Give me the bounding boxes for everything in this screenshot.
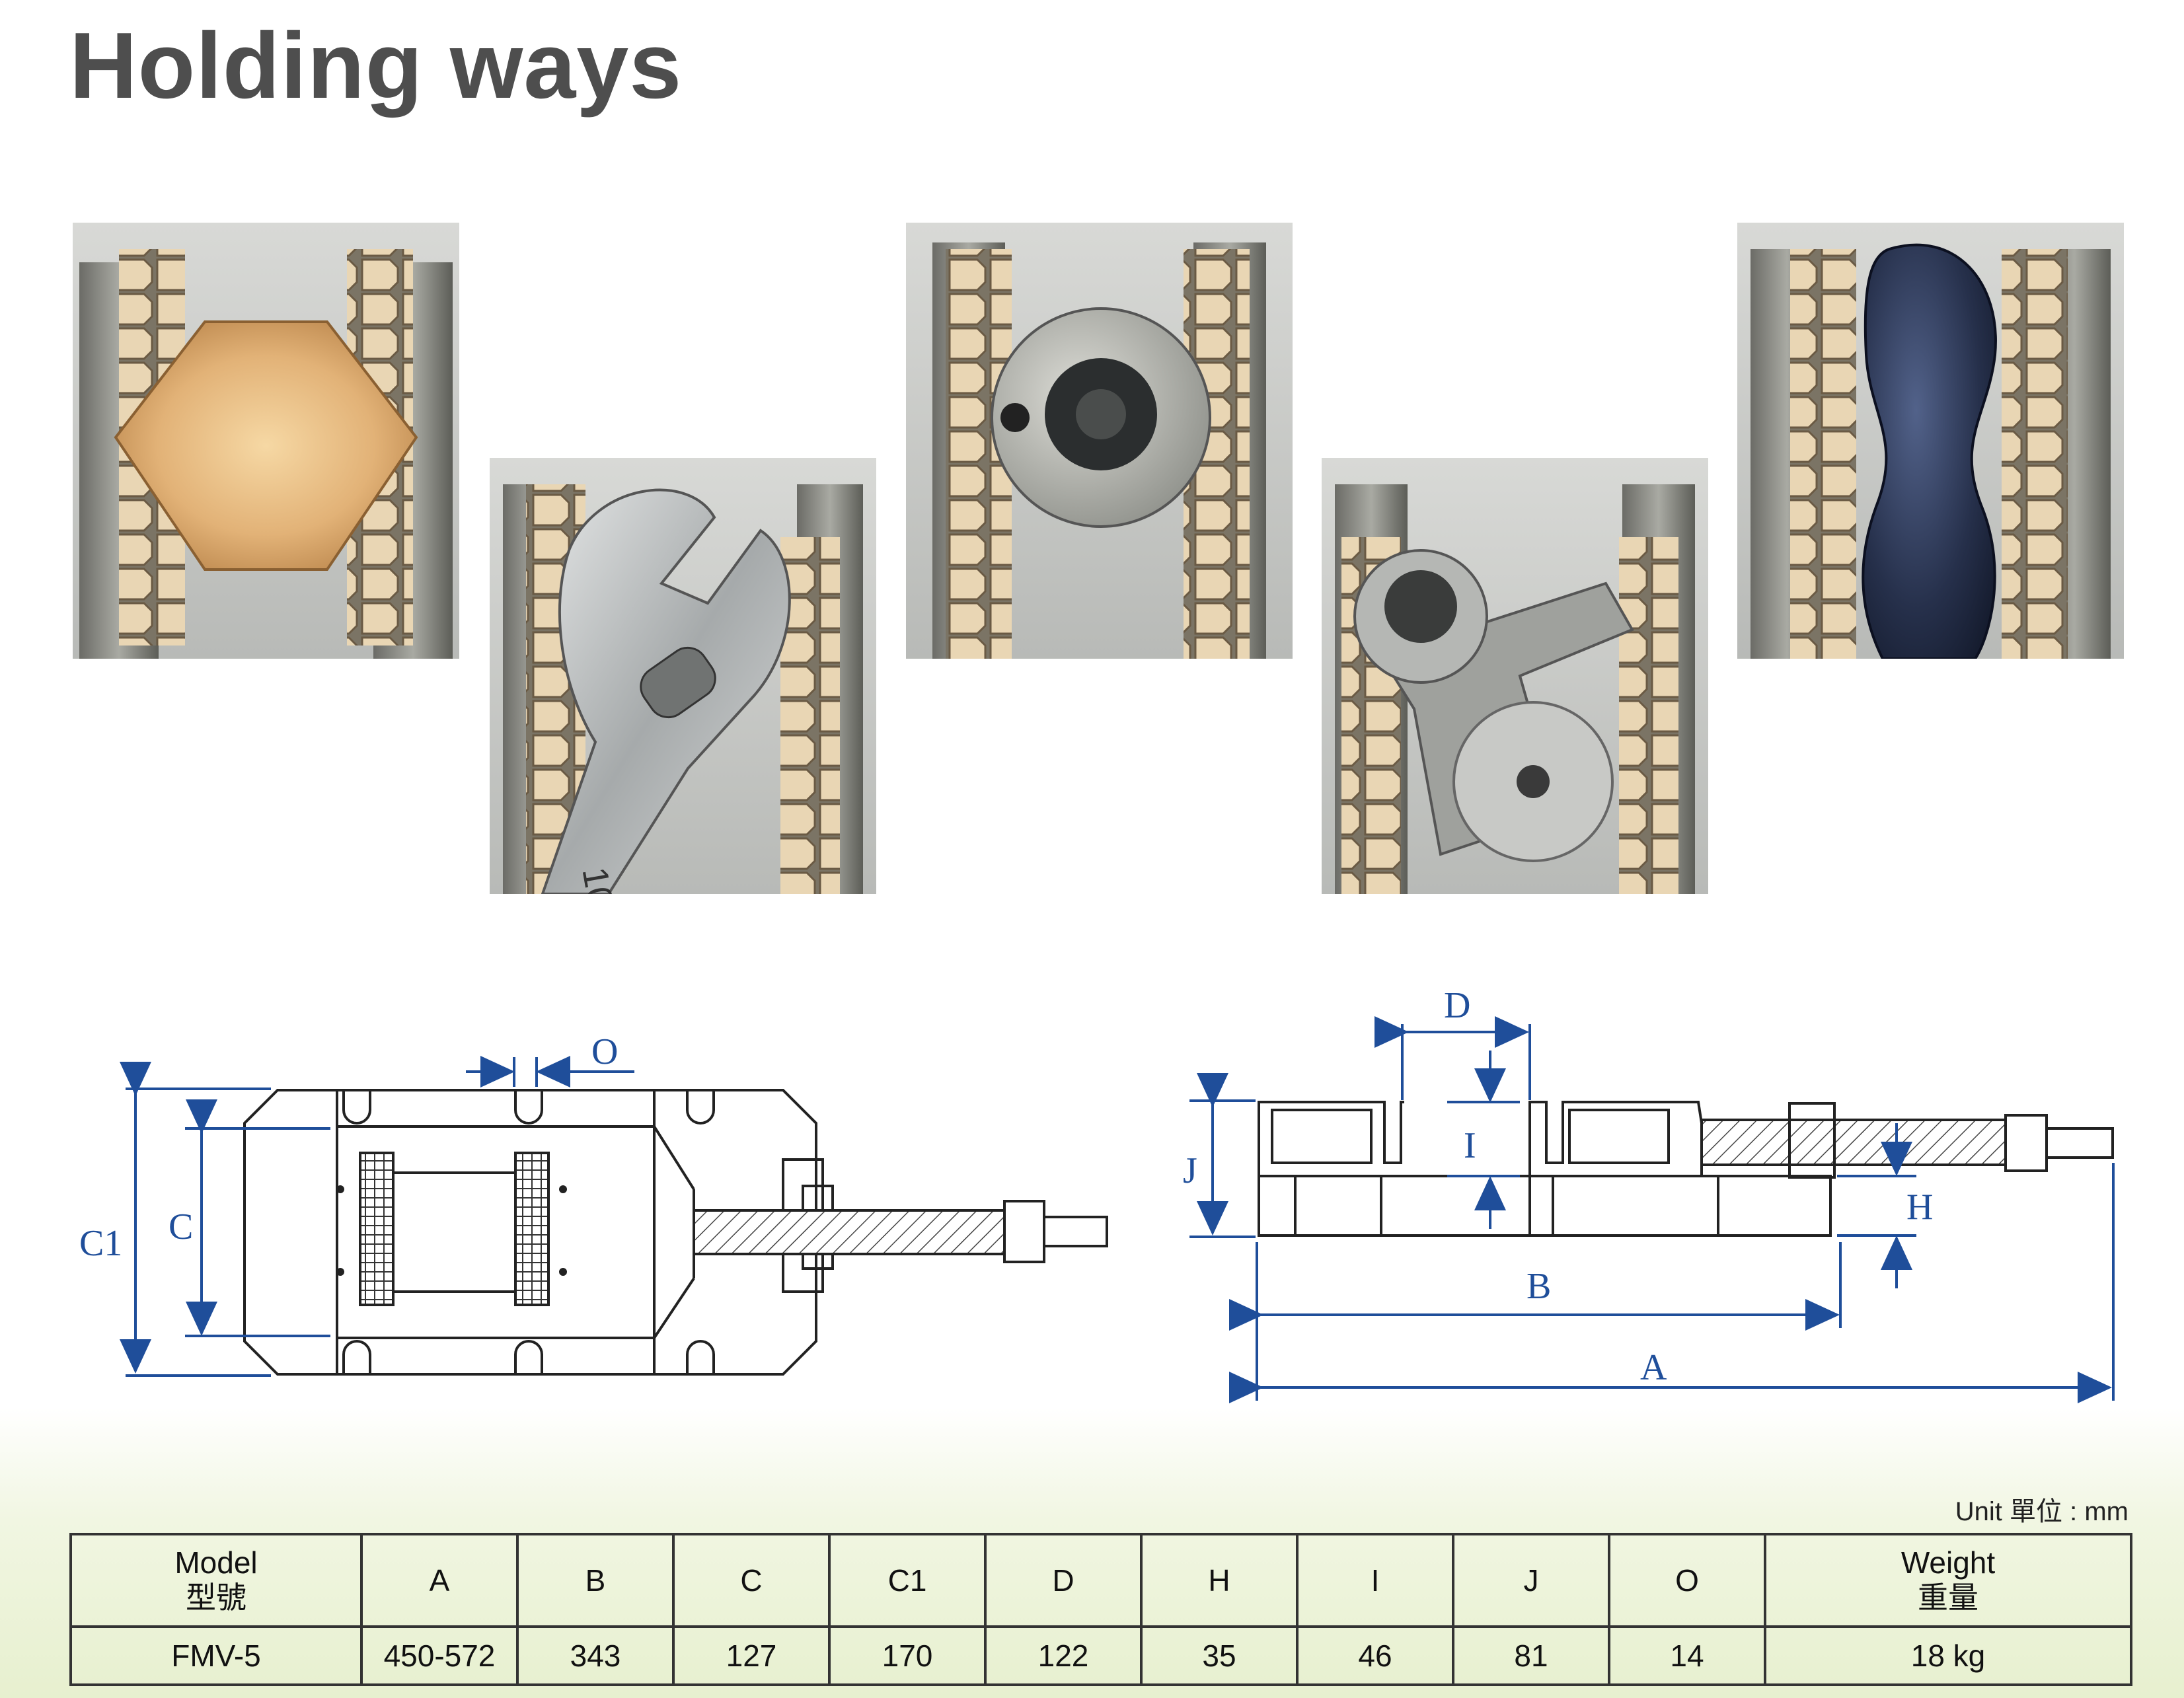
header-weight: Weight 重量 <box>1764 1533 2132 1628</box>
label-d: D <box>1444 985 1470 1026</box>
unit-label: Unit 單位 : mm <box>1955 1497 2128 1526</box>
wrench-number: 10 <box>574 864 621 894</box>
technical-diagrams: C1 C O D I <box>79 985 2115 1403</box>
label-i: I <box>1464 1125 1476 1166</box>
cell-model: FMV-5 <box>69 1625 363 1686</box>
table-header-row: Model 型號 A B C C1 D H I J O Weight 重量 <box>69 1533 2132 1628</box>
spec-table: Model 型號 A B C C1 D H I J O Weight 重量 FM… <box>69 1533 2132 1686</box>
header-o: O <box>1608 1533 1766 1628</box>
label-c: C <box>169 1206 193 1247</box>
label-o: O <box>591 1031 618 1072</box>
header-a: A <box>360 1533 519 1628</box>
cell-o: 14 <box>1608 1625 1766 1686</box>
photo-hex-nut <box>73 223 459 659</box>
cell-j: 81 <box>1452 1625 1610 1686</box>
header-d: D <box>984 1533 1143 1628</box>
cell-c: 127 <box>672 1625 831 1686</box>
photo-tool-handle <box>1737 223 2124 659</box>
header-model: Model 型號 <box>69 1533 363 1628</box>
page-title: Holding ways <box>69 13 683 118</box>
header-h: H <box>1140 1533 1299 1628</box>
photo-round-part <box>906 223 1293 659</box>
label-j: J <box>1183 1150 1197 1191</box>
photo-bracket-part <box>1322 458 1708 894</box>
cell-b: 343 <box>516 1625 675 1686</box>
label-a: A <box>1640 1347 1667 1388</box>
left-dimension-lines <box>120 1056 634 1377</box>
table-row: FMV-5 450-572 343 127 170 122 35 46 81 1… <box>69 1625 2132 1686</box>
label-b: B <box>1526 1266 1551 1307</box>
cell-c1: 170 <box>828 1625 987 1686</box>
header-j: J <box>1452 1533 1610 1628</box>
vise-top-view <box>243 1089 1108 1376</box>
cell-d: 122 <box>984 1625 1143 1686</box>
cell-weight: 18 kg <box>1764 1625 2132 1686</box>
right-dimension-lines <box>1189 1016 2115 1403</box>
header-i: I <box>1296 1533 1454 1628</box>
header-b: B <box>516 1533 675 1628</box>
cell-i: 46 <box>1296 1625 1454 1686</box>
label-h: H <box>1906 1187 1933 1228</box>
header-c: C <box>672 1533 831 1628</box>
header-c1: C1 <box>828 1533 987 1628</box>
label-c1: C1 <box>79 1223 122 1264</box>
cell-h: 35 <box>1140 1625 1299 1686</box>
cell-a: 450-572 <box>360 1625 519 1686</box>
vise-side-view <box>1258 1101 2114 1237</box>
photo-adjustable-wrench: 10 <box>490 458 876 894</box>
